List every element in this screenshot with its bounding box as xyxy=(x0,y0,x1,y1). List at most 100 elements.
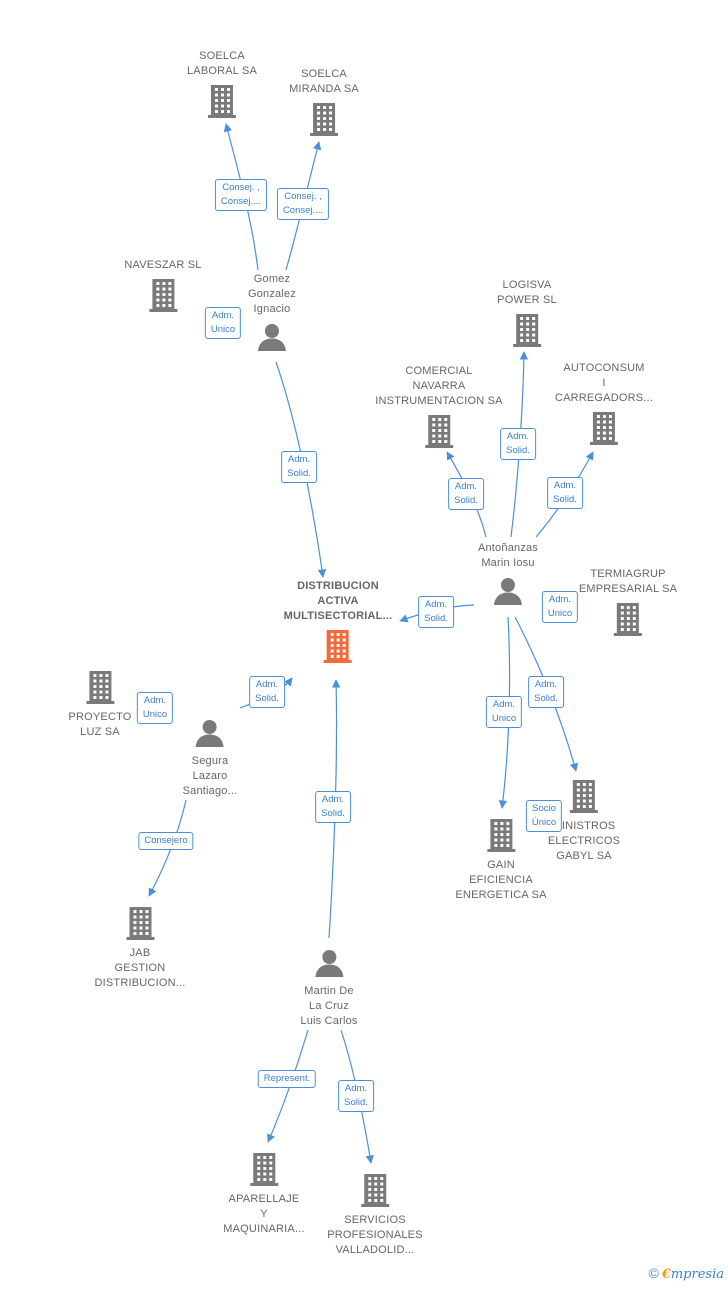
edge-label-line: Consej.... xyxy=(220,196,262,207)
edge-label-martin-servicios[interactable]: Adm.Solid. xyxy=(338,1080,374,1112)
edge-label-antonanzas-comercial[interactable]: Adm.Solid. xyxy=(448,478,484,510)
building-icon xyxy=(68,670,131,704)
building-icon xyxy=(555,411,653,445)
edge-label-line: Unico xyxy=(547,608,573,619)
edge-label-line: Unico xyxy=(142,709,168,720)
edge-label-line: Solid. xyxy=(255,693,279,704)
edge-label-line: Unico xyxy=(491,713,517,724)
edge-label-line: Adm. xyxy=(548,594,572,605)
building-icon xyxy=(497,313,557,347)
node-label: NAVESZAR SL xyxy=(124,258,201,273)
company-node-distribucion[interactable]: DISTRIBUCION ACTIVA MULTISECTORIAL... xyxy=(284,579,393,663)
edge-label-line: Adm. xyxy=(255,679,279,690)
edge-label-gomez-naveszar[interactable]: Adm.Unico xyxy=(204,307,242,339)
edge-label-line: Adm. xyxy=(321,794,345,805)
edge-label-antonanzas-gain[interactable]: Adm. Unico xyxy=(485,696,523,728)
edge-label-gomez-soelca-miranda[interactable]: Consej. ,Consej.... xyxy=(276,188,330,220)
node-label-line: PROYECTO xyxy=(68,711,132,723)
node-label-line: GABYL SA xyxy=(556,850,612,862)
node-label-line: VALLADOLID... xyxy=(335,1244,415,1256)
person-icon xyxy=(183,718,238,748)
edge-label-segura-jab[interactable]: Consejero xyxy=(138,832,194,850)
building-icon xyxy=(289,102,359,136)
edge-label-antonanzas-autoconsum[interactable]: Adm.Solid. xyxy=(547,477,583,509)
edge-label-antonanzas-logisva[interactable]: Adm.Solid. xyxy=(500,428,536,460)
edge-label-line: Adm. xyxy=(553,480,577,491)
building-icon xyxy=(579,602,677,636)
building-icon xyxy=(455,818,546,852)
brand-logo-text: mpresia xyxy=(670,1267,724,1282)
node-label-line: La Cruz xyxy=(309,1000,349,1012)
edge-label-line: Solid. xyxy=(534,693,558,704)
edge-label-antonanzas-suministros[interactable]: Adm.Solid. xyxy=(528,676,564,708)
edge-label-martin-aparellaje[interactable]: Represent. xyxy=(257,1070,317,1088)
building-icon-highlighted xyxy=(284,629,393,663)
node-label-line: Martin De xyxy=(304,985,354,997)
node-label-line: EFICIENCIA xyxy=(469,874,533,886)
person-icon xyxy=(248,322,296,352)
edge-label-gomez-distribucion[interactable]: Adm.Solid. xyxy=(281,451,317,483)
edge-label-line: Único xyxy=(531,817,557,828)
node-label-line: PROFESIONALES xyxy=(327,1229,423,1241)
node-label-line: I xyxy=(602,377,606,389)
edge-martin-aparellaje xyxy=(267,1029,309,1143)
edge-label-line: Adm. xyxy=(424,599,448,610)
node-label-line: ACTIVA xyxy=(317,595,359,607)
edge-label-line: Unico xyxy=(210,324,236,335)
node-label-line: Segura xyxy=(191,755,229,767)
edge-label-antonanzas-termiagrup[interactable]: Adm. Unico xyxy=(541,591,579,623)
copyright-symbol: © xyxy=(648,1265,659,1281)
building-icon xyxy=(548,779,620,813)
node-label-line: Lazaro xyxy=(192,770,228,782)
node-label-line: DISTRIBUCION xyxy=(297,580,379,592)
node-label-line: SOELCA xyxy=(301,68,347,80)
node-label-line: TERMIAGRUP xyxy=(590,568,666,580)
edge-segura-jab xyxy=(148,799,187,897)
edge-label-martin-distribucion[interactable]: Adm.Solid. xyxy=(315,791,351,823)
edge-label-line: Socio xyxy=(532,803,556,814)
node-label-line: Antoñanzas xyxy=(477,542,539,554)
brand-logo-mark: € xyxy=(661,1267,671,1282)
edge-label-segura-proyecto[interactable]: Adm.Unico xyxy=(136,692,174,724)
node-label-line: POWER SL xyxy=(497,294,557,306)
node-label-line: GAIN xyxy=(487,859,515,871)
building-icon xyxy=(94,906,185,940)
node-label-line: NAVESZAR SL xyxy=(124,259,202,271)
node-label-line: AUTOCONSUM xyxy=(563,362,645,374)
node-label-line: INSTRUMENTACION SA xyxy=(375,395,503,407)
edge-label-line: Adm. xyxy=(492,699,516,710)
edge-label-segura-distribucion[interactable]: Adm. Solid. xyxy=(249,676,285,708)
node-label-line: MULTISECTORIAL... xyxy=(283,610,393,622)
edge-label-gomez-soelca-laboral[interactable]: Consej. ,Consej.... xyxy=(214,179,268,211)
node-label-line: NAVARRA xyxy=(412,380,466,392)
edge-label-line: Solid. xyxy=(506,445,530,456)
company-node-naveszar[interactable]: NAVESZAR SL xyxy=(124,258,201,312)
edge-label-antonanzas-distribucion[interactable]: Adm.Solid. xyxy=(418,596,454,628)
